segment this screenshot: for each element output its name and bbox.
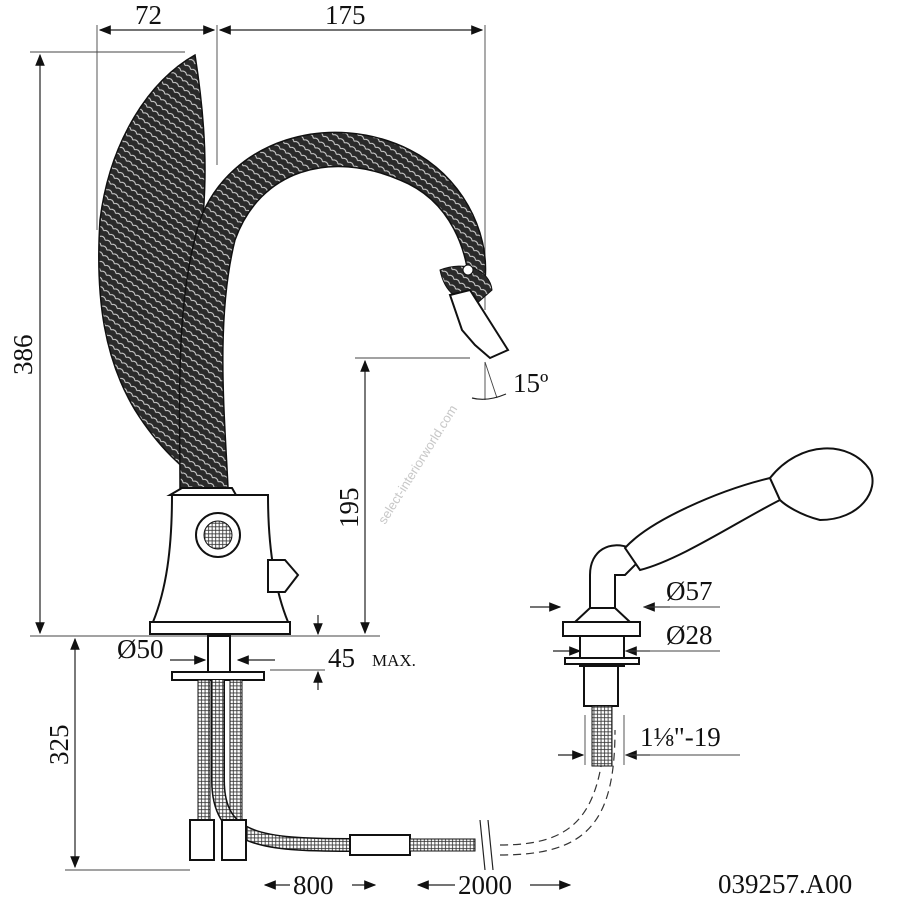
hand-shower [562, 447, 874, 767]
dimension-base: Ø50 45 MAX. 325 [44, 615, 416, 871]
dim-386: 386 [8, 335, 38, 376]
handle-knob [267, 559, 300, 593]
dim-thread: 1⅛"-19 [640, 722, 721, 752]
dim-800: 800 [293, 870, 334, 900]
dimension-angle: 15º [471, 361, 548, 400]
dim-325: 325 [44, 725, 74, 766]
dimension-top: 72 175 [96, 0, 486, 310]
dimension-height: 386 195 [8, 51, 470, 637]
faucet-base [149, 487, 300, 635]
dim-dia-28: Ø28 [666, 620, 713, 650]
reference-code: 039257.A00 [718, 869, 852, 899]
dim-dia-57: Ø57 [666, 576, 713, 606]
dimension-hoses: 800 2000 [263, 870, 572, 900]
dim-max-note: MAX. [372, 651, 416, 670]
supply-hoses [171, 635, 494, 871]
dim-175: 175 [325, 0, 366, 30]
dim-72: 72 [135, 0, 162, 30]
swan-spout [98, 53, 510, 489]
dim-2000: 2000 [458, 870, 512, 900]
dim-15-degrees: 15º [513, 368, 548, 398]
dim-dia-50: Ø50 [117, 634, 164, 664]
watermark: select-interiorworld.com [375, 402, 460, 526]
dim-45: 45 [328, 643, 355, 673]
dimension-shower: Ø57 Ø28 1⅛"-19 [530, 576, 740, 765]
dim-195: 195 [334, 488, 364, 529]
